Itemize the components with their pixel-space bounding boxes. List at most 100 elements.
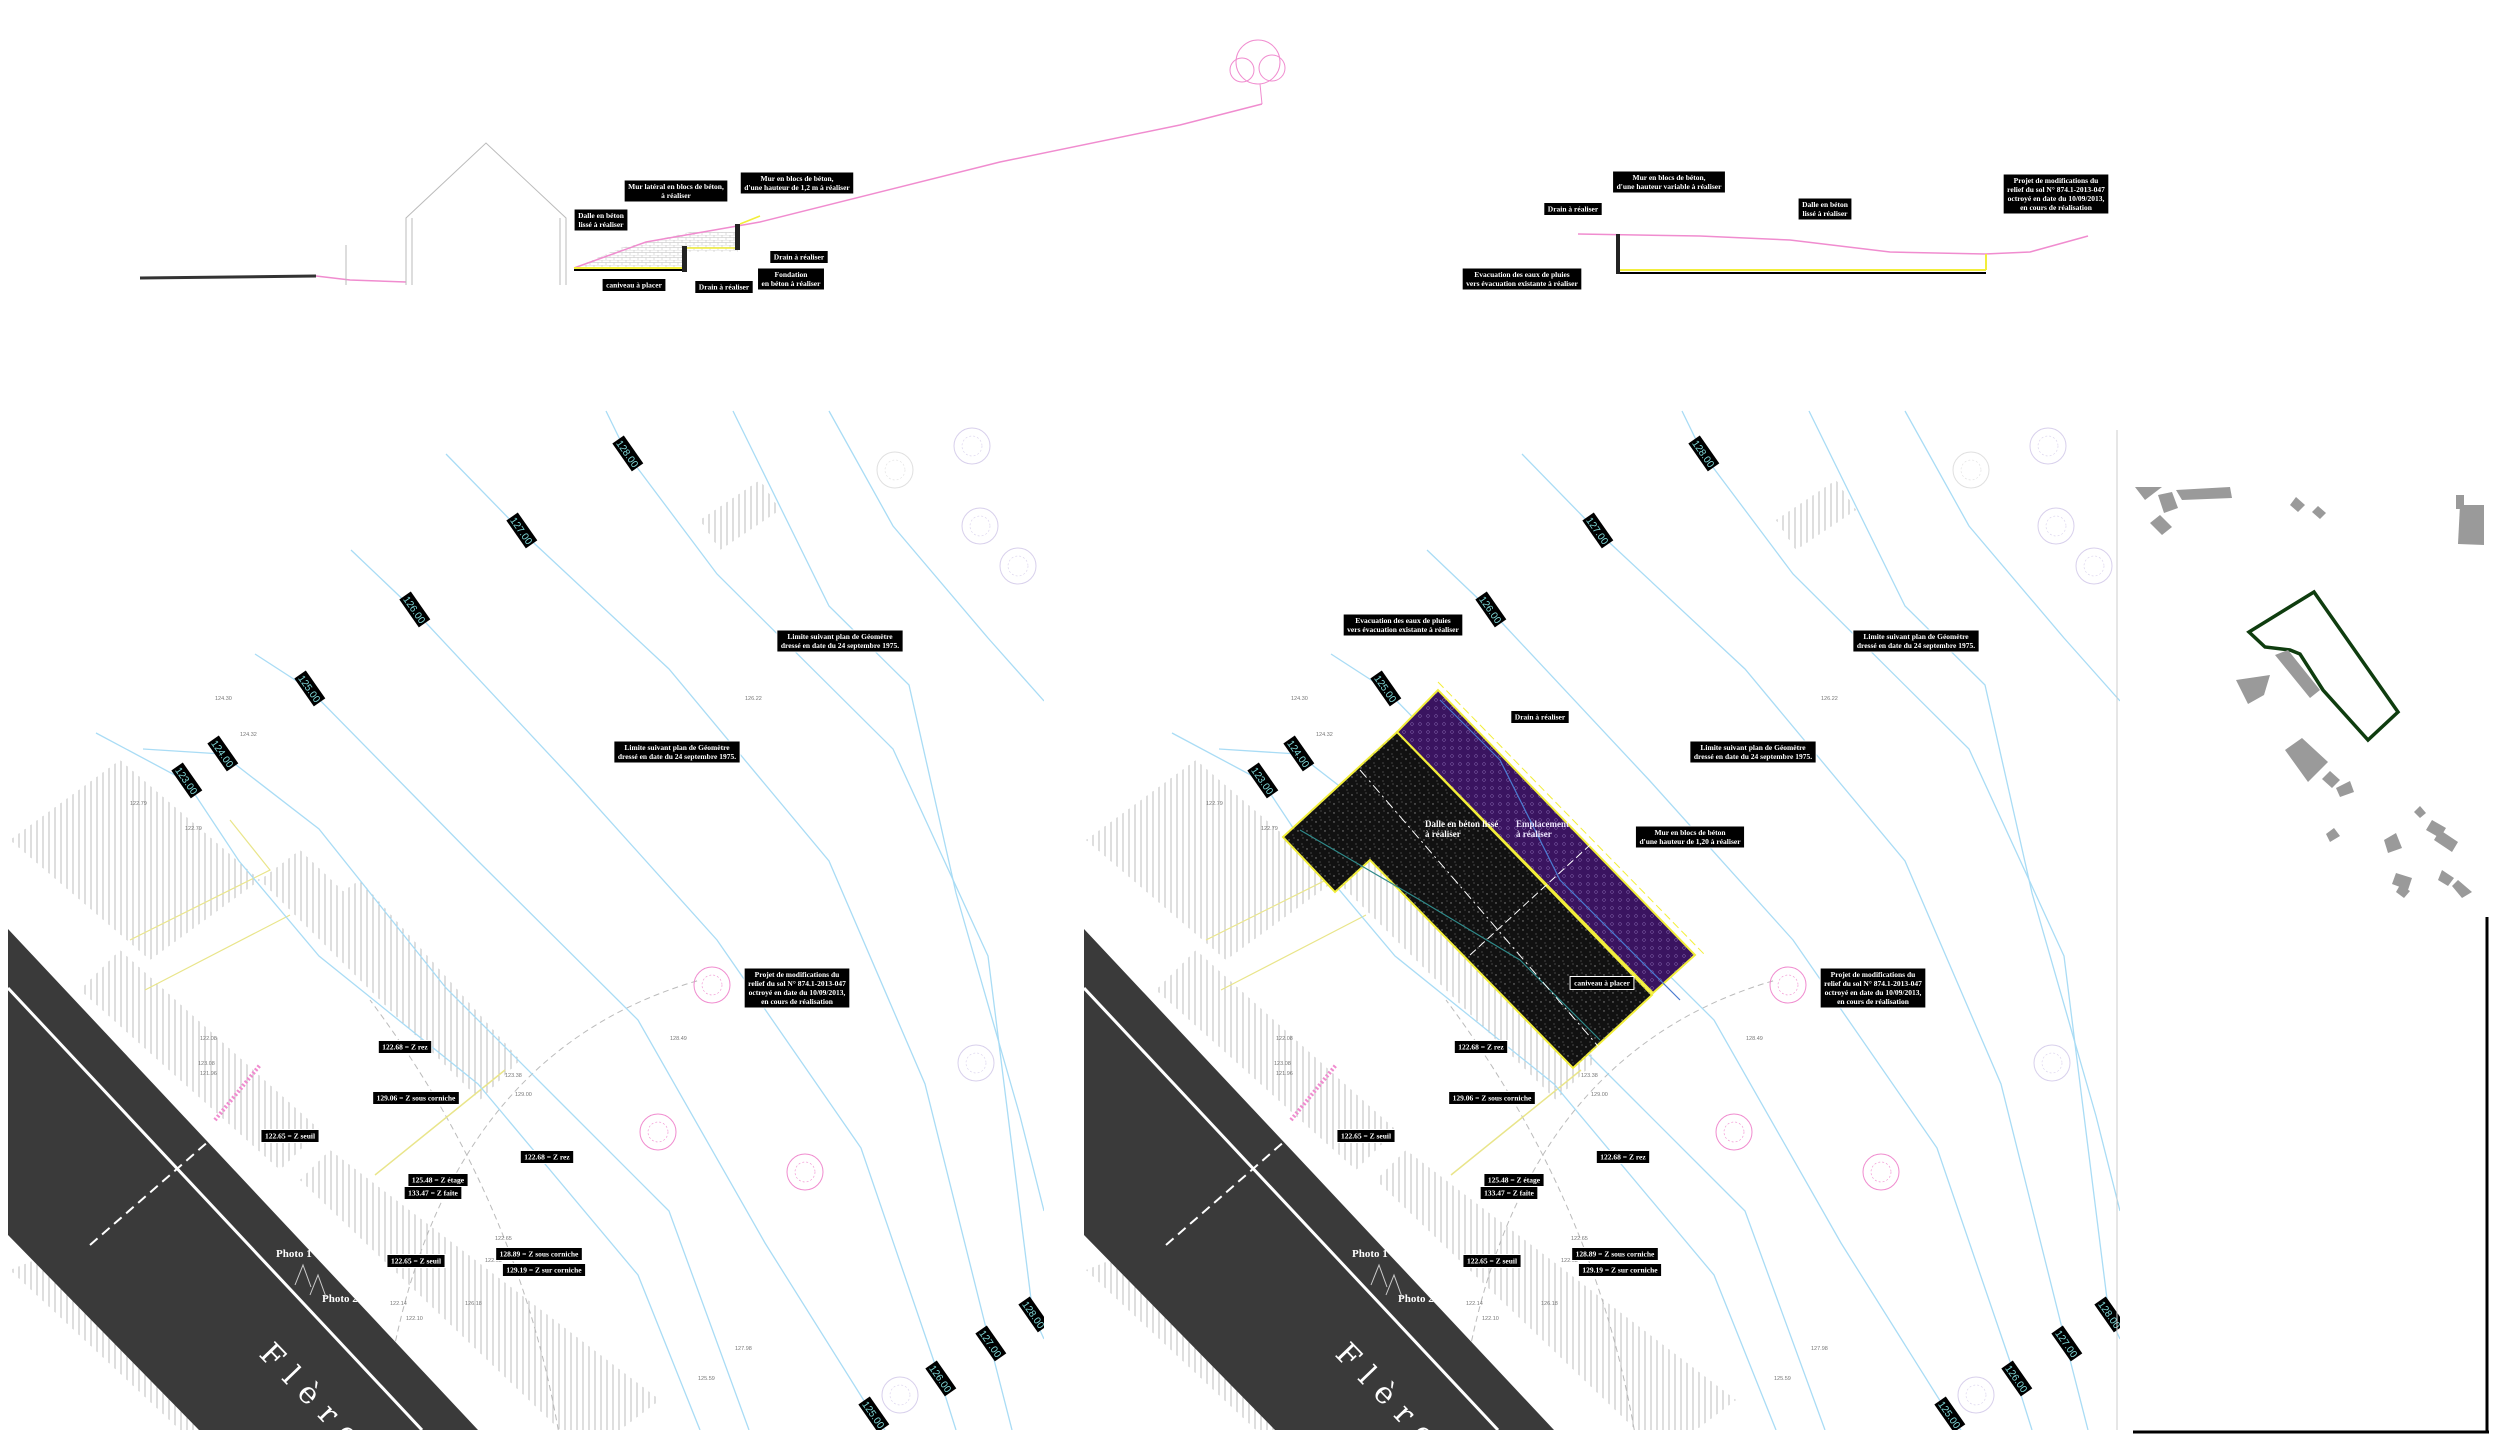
tree-icon	[2033, 1044, 2071, 1082]
tree-icon	[639, 1113, 677, 1151]
elevation-label-line: 122.65 = Z seuil	[265, 1132, 315, 1141]
spot-height: 122.65	[485, 1258, 502, 1264]
section-2-annotation-line: octroyé en date du 10/09/2013,	[2008, 194, 2105, 203]
spot-height: 127.98	[1811, 1346, 1828, 1352]
section-1-annotation-line: Drain à réaliser	[699, 283, 750, 292]
projet-annotation-line: octroyé en date du 10/09/2013,	[749, 988, 846, 997]
spot-height: 129.00	[515, 1092, 532, 1098]
spot-height: 123.08	[1274, 1061, 1291, 1067]
elevation-label-line: 129.06 = Z sous corniche	[377, 1094, 456, 1103]
limite-annotation-line: Limite suivant plan de Géomètre	[1863, 632, 1969, 641]
spot-height: 121.96	[1276, 1071, 1293, 1077]
limite-annotation-box	[1689, 740, 1817, 764]
drain-annotation: Drain à réaliser	[1510, 710, 1570, 724]
tree-icon	[786, 1153, 824, 1191]
elevation-label: 129.19 = Z sur corniche	[501, 1263, 587, 1277]
elevation-label-line: 122.68 = Z rez	[1600, 1153, 1646, 1162]
spot-height: 122.79	[130, 801, 147, 807]
spot-height: 125.59	[1774, 1376, 1791, 1382]
elevation-label-box	[501, 1263, 587, 1277]
contour-label: 125.00	[1370, 670, 1402, 707]
spot-height: 122.65	[495, 1236, 512, 1242]
contour-label: 127.00	[1582, 512, 1614, 549]
camera-view-icon	[294, 1263, 327, 1298]
existing-house-footprint	[2275, 650, 2320, 698]
contour-label: 126.00	[399, 591, 431, 628]
elevation-label-box	[1453, 1040, 1509, 1054]
elevation-label-box	[1448, 1091, 1536, 1105]
existing-house-outline	[129, 819, 291, 991]
section-2-annotation: Drain à réaliser	[1543, 202, 1603, 216]
elevation-label-box	[1462, 1254, 1522, 1268]
tree-icon	[1952, 451, 1990, 489]
tree-icon	[2075, 547, 2113, 585]
elevation-label-line: 128.89 = Z sous corniche	[500, 1250, 579, 1259]
tree-icon	[1229, 39, 1286, 105]
spot-height: 124.32	[1316, 732, 1333, 738]
section-1-annotation-line: lissé à réaliser	[579, 220, 625, 229]
section-2-annotation-box	[1612, 170, 1726, 194]
photo-1-marker[interactable]: Photo 1	[1352, 1248, 1388, 1260]
evacuation-annotation-box	[1342, 613, 1464, 637]
elevation-label-box	[372, 1091, 460, 1105]
elevation-label-line: 122.65 = Z seuil	[391, 1257, 441, 1266]
contour-label: 127.00	[2051, 1325, 2083, 1362]
limite-annotation-line: Limite suivant plan de Géomètre	[1700, 743, 1806, 752]
elevation-label-line: 122.65 = Z seuil	[1467, 1257, 1517, 1266]
contour-label: 126.00	[2001, 1360, 2033, 1397]
terrain-slope	[573, 103, 1263, 269]
contour-line	[1808, 410, 2120, 1212]
photo-2-marker[interactable]: Photo 2	[1398, 1293, 1434, 1305]
spot-height: 126.22	[1821, 696, 1838, 702]
elevation-label-box	[1336, 1129, 1396, 1143]
limite-annotation-line: Limite suivant plan de Géomètre	[624, 743, 730, 752]
contour-label: 128.00	[2094, 1296, 2120, 1333]
contour-line	[828, 410, 1044, 702]
section-2-annotation-line: Drain à réaliser	[1548, 205, 1599, 214]
section-1-annotation-line: en béton à réaliser	[762, 279, 822, 288]
terrain-line-2	[1577, 233, 2089, 255]
gutter-annotation-box	[1569, 976, 1635, 990]
tree-icon	[876, 451, 914, 489]
contour-label: 128.00	[1018, 1296, 1044, 1333]
elevation-label: 122.68 = Z rez	[1453, 1040, 1509, 1054]
section-1-annotation-box	[694, 280, 754, 294]
section-1-annotation-box	[769, 250, 829, 264]
tree-icon	[881, 1376, 919, 1414]
elevation-label-line: 122.68 = Z rez	[382, 1043, 428, 1052]
photo-1-marker[interactable]: Photo 1	[276, 1248, 312, 1260]
limite-annotation-box	[776, 629, 904, 653]
elevation-label-line: 133.47 = Z faîte	[1484, 1189, 1534, 1198]
tree-icon	[961, 507, 999, 545]
elevation-label-line: 125.48 = Z étage	[1488, 1176, 1541, 1185]
elevation-label: 129.06 = Z sous corniche	[1448, 1091, 1536, 1105]
section-1-annotation-line: Mur latéral en blocs de béton,	[628, 182, 724, 191]
elevation-label-box	[1577, 1263, 1663, 1277]
elevation-label-line: 129.19 = Z sur corniche	[1582, 1266, 1658, 1275]
evacuation-annotation-line: vers évacuation existante à réaliser	[1347, 625, 1459, 634]
slab-annotation-line: Dalle en béton lissé	[1425, 819, 1498, 829]
spot-height: 129.00	[1591, 1092, 1608, 1098]
elevation-label-box	[1571, 1247, 1659, 1261]
section-profile-1: Mur latéral en blocs de béton,à réaliser…	[139, 39, 1286, 294]
section-1-annotation-box	[739, 171, 855, 195]
photo-2-marker[interactable]: Photo 2	[322, 1293, 358, 1305]
contour-line	[1681, 410, 2120, 1340]
drain-annotation-box	[1510, 710, 1570, 724]
section-2-annotation-line: relief du sol N° 874.1-2013-047	[2007, 185, 2105, 194]
elevation-label-box	[386, 1254, 446, 1268]
limite-annotation-line: dressé en date du 24 septembre 1975.	[618, 752, 736, 761]
spot-height: 122.14	[390, 1301, 407, 1307]
wall-variable	[1616, 234, 1620, 274]
spot-height: 127.98	[735, 1346, 752, 1352]
section-1-annotation-box	[623, 179, 729, 203]
limite-annotation-line: dressé en date du 24 septembre 1975.	[781, 641, 899, 650]
contour-label: 125.00	[294, 670, 326, 707]
neighbour-buildings	[2135, 487, 2484, 898]
spot-height: 128.49	[670, 1036, 687, 1042]
